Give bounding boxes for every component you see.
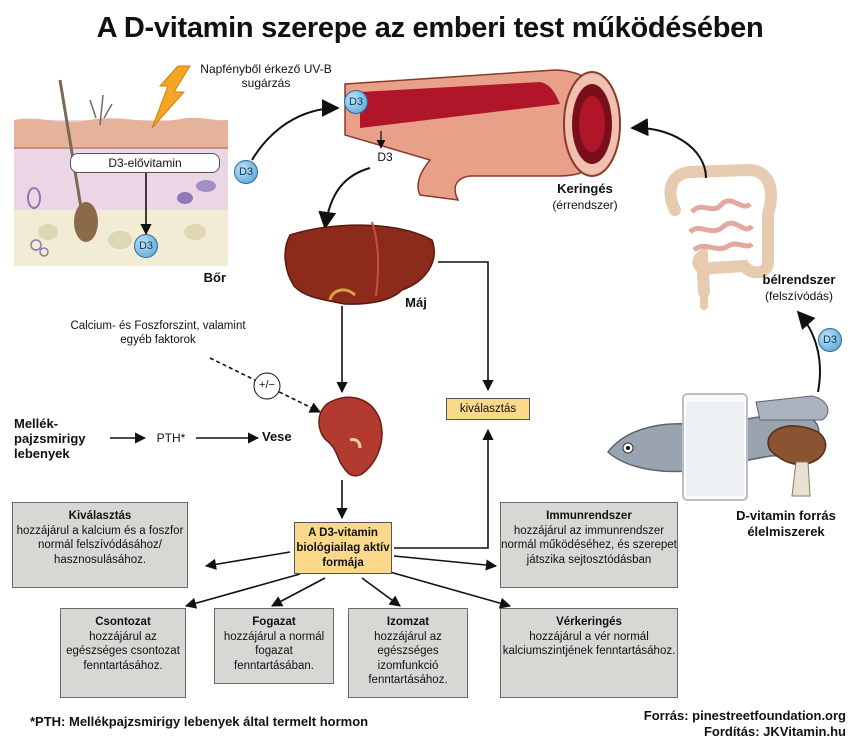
- effect-text-teeth: hozzájárul a normál fogazat fenntartásáb…: [223, 630, 325, 672]
- effect-box-teeth: Fogazat hozzájárul a normál fogazat fenn…: [214, 608, 334, 684]
- food-sources-label: D-vitamin forrás élelmiszerek: [736, 508, 836, 539]
- liver-illustration: [284, 221, 435, 305]
- parathyroid-label: Mellék-pajzsmirigy lebenyek: [14, 416, 86, 461]
- effect-heading-excretion: Kiválasztás: [68, 510, 132, 522]
- effect-box-blood: Vérkeringés hozzájárul a vér normál kalc…: [500, 608, 678, 698]
- effect-heading-muscle: Izomzat: [386, 616, 430, 628]
- effect-text-excretion: hozzájárul a kalcium és a foszfor normál…: [16, 524, 184, 566]
- kidney-illustration: [318, 396, 383, 477]
- skin-label: Bőr: [203, 270, 226, 285]
- effect-heading-immune: Immunrendszer: [546, 510, 632, 522]
- effect-box-immune: Immunrendszer hozzájárul az immunrendsze…: [500, 502, 678, 588]
- footnote: *PTH: Mellékpajzsmirigy lebenyek által t…: [30, 714, 369, 729]
- d3-token-food: D3: [818, 328, 842, 352]
- calcium-factors-label: Calcium- és Foszforszint, valamint egyéb…: [70, 320, 246, 346]
- source-credit: Forrás: pinestreetfoundation.org: [643, 708, 846, 723]
- credits: Forrás: pinestreetfoundation.org Fordítá…: [644, 708, 846, 740]
- effect-text-blood: hozzájárul a vér normál kalciumszintjéne…: [502, 630, 676, 658]
- excretion-process-box: kiválasztás: [446, 398, 530, 420]
- d3-token-skin: D3: [134, 234, 158, 258]
- intestine-title: bélrendszer: [762, 272, 836, 287]
- plus-minus-symbol: +/−: [259, 379, 275, 391]
- effect-text-muscle: hozzájárul az egészséges izomfunkció fen…: [368, 630, 448, 687]
- food-illustration: [606, 393, 829, 501]
- d3-token-transport: D3: [234, 160, 258, 184]
- skin-precursor-label: D3-elővitamin: [70, 153, 220, 173]
- kidney-label: Vese: [262, 429, 292, 444]
- effect-heading-bone: Csontozat: [95, 616, 151, 628]
- effect-box-excretion: Kiválasztás hozzájárul a kalcium és a fo…: [12, 502, 188, 588]
- liver-label: Máj: [405, 295, 427, 310]
- effect-heading-teeth: Fogazat: [252, 616, 296, 628]
- diagram-title: A D-vitamin szerepe az emberi test működ…: [96, 12, 764, 44]
- sunlight-label: Napfényből érkező UV-B sugárzás: [200, 62, 332, 90]
- pth-label: PTH*: [156, 431, 186, 445]
- translation-credit: Fordítás: JKVitamin.hu: [703, 724, 846, 739]
- effect-text-bone: hozzájárul az egészséges csontozat fennt…: [66, 630, 180, 672]
- intestine-label: bélrendszer (felszívódás): [744, 272, 854, 304]
- circulation-title: Keringés: [557, 181, 613, 196]
- intestine-illustration: [664, 163, 777, 310]
- skin-illustration: [14, 79, 228, 266]
- effect-heading-blood: Vérkeringés: [556, 616, 622, 628]
- effect-text-immune: hozzájárul az immunrendszer normál működ…: [501, 524, 677, 566]
- d3-text-vessel: D3: [377, 150, 393, 164]
- active-form-box: A D3-vitamin biológiailag aktív formája: [294, 522, 392, 574]
- intestine-subtitle: (felszívódás): [764, 289, 834, 303]
- uvb-bolt: [151, 65, 191, 129]
- circulation-label: Keringés (érrendszer): [530, 181, 640, 213]
- effect-box-bone: Csontozat hozzájárul az egészséges csont…: [60, 608, 186, 698]
- effect-box-muscle: Izomzat hozzájárul az egészséges izomfun…: [348, 608, 468, 698]
- circulation-subtitle: (érrendszer): [552, 198, 618, 212]
- d3-token-vessel: D3: [344, 90, 368, 114]
- blood-vessel: [344, 69, 621, 201]
